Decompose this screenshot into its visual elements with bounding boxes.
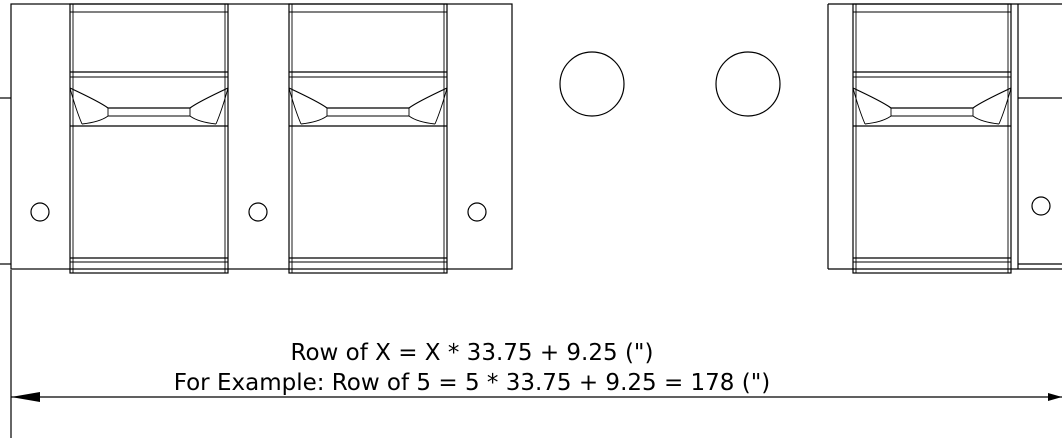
mounting-hole bbox=[1031, 196, 1051, 216]
mounting-hole bbox=[467, 202, 487, 222]
recliner-seat bbox=[69, 3, 229, 274]
cup-holder bbox=[715, 51, 781, 117]
mounting-hole bbox=[248, 202, 268, 222]
base-panel-right bbox=[827, 3, 1062, 270]
mounting-hole bbox=[30, 202, 50, 222]
dimension-line bbox=[11, 392, 1062, 402]
dimension-formula: Row of X = X * 33.75 + 9.25 (") bbox=[291, 340, 654, 366]
recliner-seat bbox=[852, 3, 1012, 274]
base-panel-left bbox=[0, 3, 513, 270]
recliner-seat bbox=[288, 3, 448, 274]
cup-holder bbox=[559, 51, 625, 117]
dimension-example: For Example: Row of 5 = 5 * 33.75 + 9.25… bbox=[174, 370, 771, 396]
